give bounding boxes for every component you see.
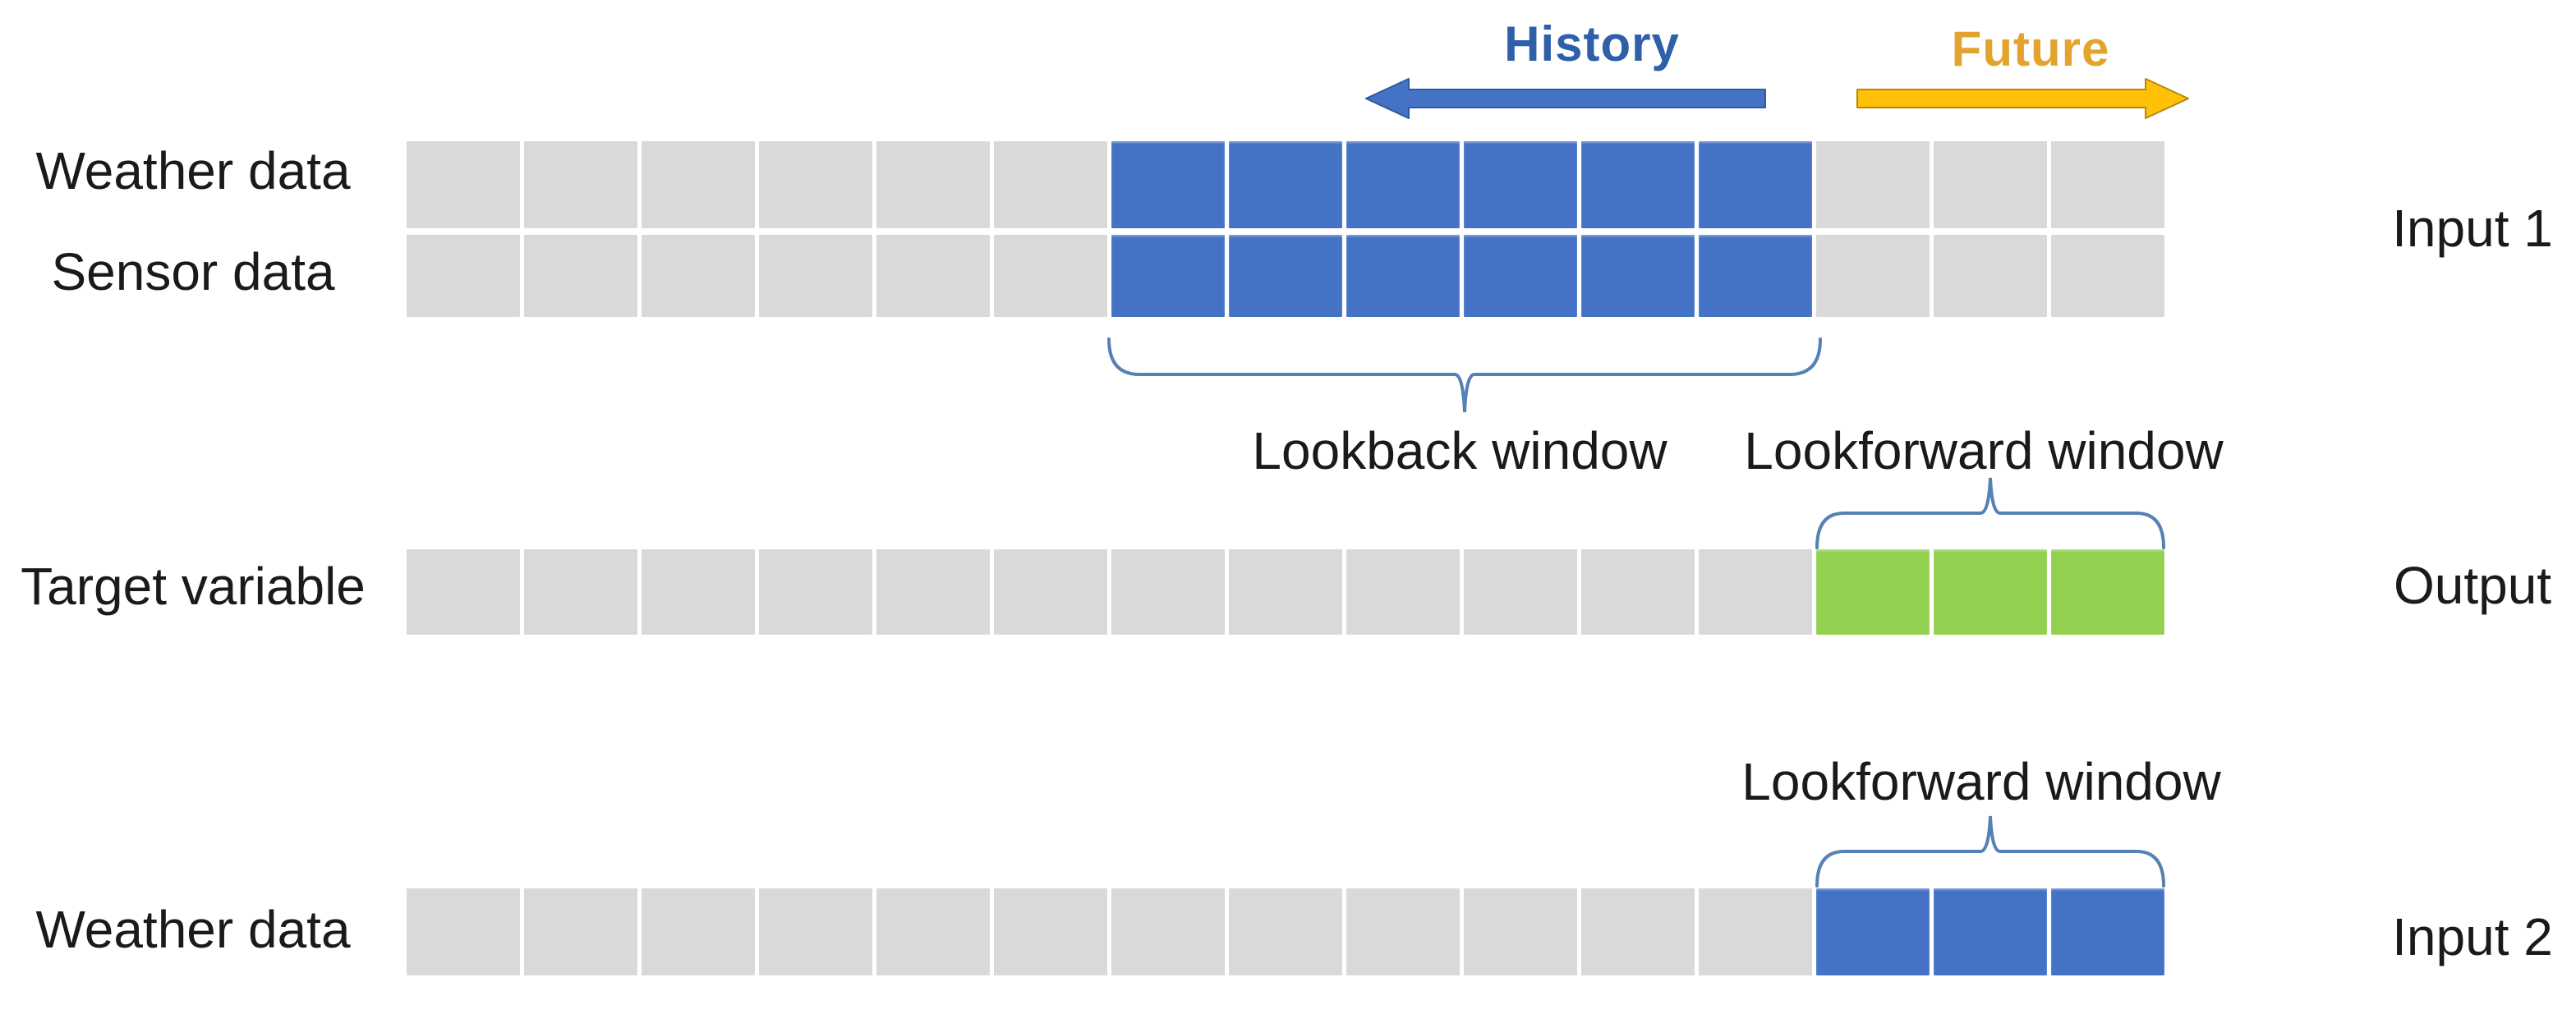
grid-cell-gray bbox=[876, 141, 990, 228]
history-arrow-icon bbox=[1365, 78, 1766, 119]
grid-cell-blue bbox=[1111, 141, 1225, 228]
grid-cell-blue bbox=[1699, 141, 1812, 228]
history-label: History bbox=[1504, 16, 1680, 71]
grid-cell-gray bbox=[1934, 141, 2047, 228]
grid-cell-gray bbox=[876, 235, 990, 317]
grid-cell-gray bbox=[407, 888, 520, 975]
grid-cell-blue bbox=[1229, 141, 1342, 228]
future-label: Future bbox=[1951, 21, 2110, 76]
grid-cell-gray bbox=[1816, 141, 1930, 228]
grid-cell-gray bbox=[876, 549, 990, 635]
grid-row-weather-top bbox=[407, 141, 2164, 228]
lookforward-window-label-top: Lookforward window bbox=[1744, 421, 2224, 480]
grid-cell-gray bbox=[1346, 549, 1460, 635]
grid-cell-gray bbox=[876, 888, 990, 975]
grid-cell-gray bbox=[1229, 888, 1342, 975]
grid-cell-gray bbox=[1699, 888, 1812, 975]
grid-cell-gray bbox=[1464, 549, 1577, 635]
grid-cell-gray bbox=[642, 549, 755, 635]
grid-cell-gray bbox=[642, 235, 755, 317]
lookback-brace-icon bbox=[1107, 337, 1822, 413]
grid-row-sensor bbox=[407, 235, 2164, 317]
grid-cell-blue bbox=[1934, 888, 2047, 975]
input1-label: Input 1 bbox=[2392, 199, 2553, 258]
row-label-sensor: Sensor data bbox=[51, 242, 335, 301]
grid-cell-gray bbox=[1111, 549, 1225, 635]
grid-cell-gray bbox=[1346, 888, 1460, 975]
grid-cell-gray bbox=[407, 549, 520, 635]
row-label-weather-top: Weather data bbox=[35, 141, 351, 200]
grid-cell-gray bbox=[2051, 235, 2164, 317]
grid-cell-gray bbox=[407, 235, 520, 317]
lookforward-window-label-bottom: Lookforward window bbox=[1741, 752, 2221, 811]
grid-cell-gray bbox=[642, 141, 755, 228]
row-label-target: Target variable bbox=[21, 557, 366, 616]
grid-cell-green bbox=[1816, 549, 1930, 635]
grid-cell-gray bbox=[1111, 888, 1225, 975]
grid-cell-gray bbox=[994, 549, 1107, 635]
grid-cell-gray bbox=[642, 888, 755, 975]
grid-cell-gray bbox=[1699, 549, 1812, 635]
grid-cell-blue bbox=[1581, 141, 1695, 228]
grid-cell-blue bbox=[1581, 235, 1695, 317]
grid-cell-blue bbox=[1229, 235, 1342, 317]
grid-cell-gray bbox=[524, 888, 637, 975]
grid-cell-blue bbox=[1111, 235, 1225, 317]
grid-cell-blue bbox=[1464, 235, 1577, 317]
grid-cell-blue bbox=[2051, 888, 2164, 975]
grid-cell-gray bbox=[1581, 549, 1695, 635]
grid-cell-gray bbox=[759, 235, 872, 317]
grid-cell-gray bbox=[2051, 141, 2164, 228]
grid-cell-gray bbox=[524, 141, 637, 228]
grid-cell-gray bbox=[994, 235, 1107, 317]
lookforward-brace-bottom-icon bbox=[1815, 815, 2165, 888]
grid-cell-gray bbox=[759, 141, 872, 228]
row-label-weather-bottom: Weather data bbox=[35, 900, 351, 959]
lookforward-brace-top-icon bbox=[1815, 477, 2165, 549]
grid-cell-gray bbox=[524, 235, 637, 317]
grid-cell-gray bbox=[994, 888, 1107, 975]
output-label: Output bbox=[2393, 556, 2552, 615]
grid-cell-gray bbox=[407, 141, 520, 228]
grid-cell-blue bbox=[1699, 235, 1812, 317]
grid-cell-blue bbox=[1346, 141, 1460, 228]
grid-cell-gray bbox=[1581, 888, 1695, 975]
grid-cell-blue bbox=[1816, 888, 1930, 975]
lookback-window-label: Lookback window bbox=[1252, 421, 1668, 480]
grid-cell-gray bbox=[524, 549, 637, 635]
future-arrow-icon bbox=[1856, 78, 2189, 119]
grid-cell-gray bbox=[994, 141, 1107, 228]
grid-cell-gray bbox=[1816, 235, 1930, 317]
grid-row-target bbox=[407, 549, 2164, 635]
grid-cell-gray bbox=[1464, 888, 1577, 975]
grid-cell-gray bbox=[1934, 235, 2047, 317]
input2-label: Input 2 bbox=[2392, 907, 2553, 966]
grid-cell-green bbox=[2051, 549, 2164, 635]
grid-cell-blue bbox=[1346, 235, 1460, 317]
grid-cell-green bbox=[1934, 549, 2047, 635]
grid-cell-blue bbox=[1464, 141, 1577, 228]
grid-cell-gray bbox=[759, 549, 872, 635]
grid-cell-gray bbox=[759, 888, 872, 975]
grid-cell-gray bbox=[1229, 549, 1342, 635]
grid-row-weather-bottom bbox=[407, 888, 2164, 975]
